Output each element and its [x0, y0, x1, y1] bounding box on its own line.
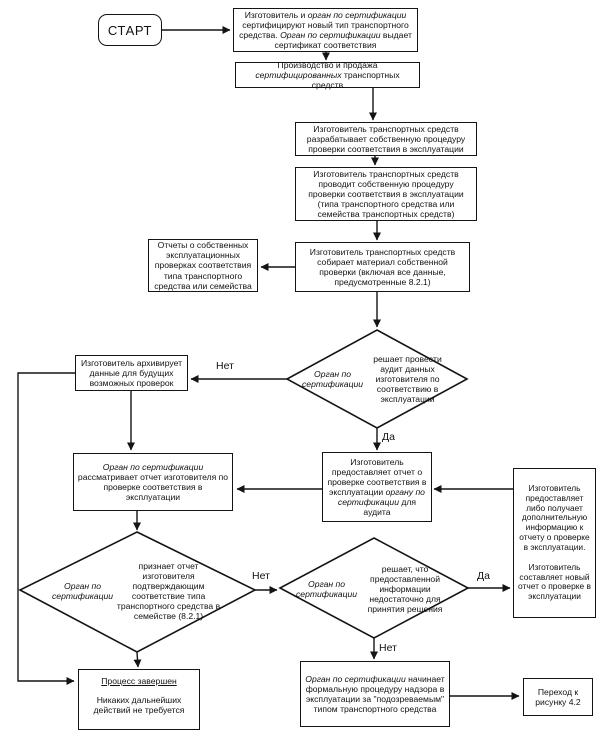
archive-box: Изготовитель архивирует данные для будущ… [75, 355, 188, 391]
surveillance-box: Орган по сертификации начинает формальну… [300, 661, 450, 727]
process-complete-title: Процесс завершен [101, 676, 177, 686]
develop-procedure-box: Изготовитель транспортных средств разраб… [295, 122, 477, 156]
label-yes-audit: Да [382, 431, 395, 443]
confirm-decision-diamond [18, 531, 257, 653]
provide-report-text: Изготовитель предоставляет отчет о прове… [327, 456, 427, 518]
insufficient-decision-text: Орган по сертификации решает, что предос… [296, 563, 443, 615]
process-complete-box: Процесс завершен Никаких дальнейших дейс… [78, 669, 200, 730]
conduct-procedure-box: Изготовитель транспортных средств провод… [295, 167, 477, 221]
audit-decision-diamond [285, 329, 469, 429]
label-no-audit: Нет [216, 360, 234, 372]
provide-report-box: Изготовитель предоставляет отчет о прове… [322, 452, 432, 522]
start-terminator: СТАРТ [98, 14, 162, 46]
certify-box: Изготовитель и орган по сертификации сер… [233, 8, 418, 52]
confirm-decision-text: Орган по сертификации признает отчет изг… [52, 560, 221, 622]
review-report-box: Орган по сертификации рассматривает отче… [73, 453, 233, 511]
reports-box: Отчеты о собственных эксплуатационных пр… [148, 239, 258, 292]
collect-material-box: Изготовитель транспортных средств собира… [295, 242, 470, 292]
additional-info-para2: Изготовитель составляет новый отчет о пр… [518, 561, 591, 602]
line-archive-to-done [17, 372, 75, 685]
review-report-text: Орган по сертификации рассматривает отче… [77, 461, 229, 503]
production-text: Производство и продажа сертифицированных… [255, 59, 400, 91]
label-yes-insufficient: Да [477, 570, 490, 582]
additional-info-box: Изготовитель предоставляет либо получает… [513, 468, 596, 618]
arrow-confirm-to-done [133, 651, 142, 668]
production-box: Производство и продажа сертифицированных… [235, 59, 420, 91]
label-no-confirm: Нет [252, 570, 270, 582]
additional-info-para1: Изготовитель предоставляет либо получает… [519, 482, 590, 552]
process-complete-text: Никаких дальнейших действий не требуется [93, 695, 185, 716]
label-no-insufficient: Нет [379, 642, 397, 654]
certify-text: Изготовитель и орган по сертификации сер… [239, 9, 412, 51]
goto-figure-box: Переход к рисунку 4.2 [523, 678, 593, 716]
surveillance-text: Орган по сертификации начинает формальну… [305, 673, 445, 715]
audit-decision-text: Орган по сертификации решает провести ау… [302, 353, 442, 405]
insufficient-decision-diamond [278, 537, 470, 639]
